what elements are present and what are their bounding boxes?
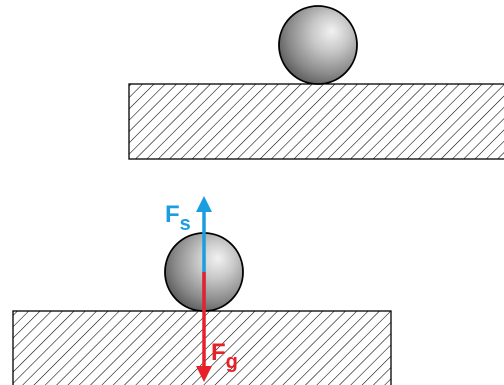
top-ball bbox=[278, 5, 358, 85]
bottom-surface bbox=[12, 310, 392, 385]
gravity-force-subscript: g bbox=[226, 351, 238, 373]
top-surface bbox=[128, 83, 504, 160]
support-force-symbol: F bbox=[165, 201, 180, 228]
top-scene bbox=[128, 5, 504, 160]
support-force-subscript: s bbox=[180, 213, 191, 235]
bottom-scene: Fs Fg bbox=[12, 195, 392, 385]
gravity-force-label: Fg bbox=[211, 339, 238, 373]
gravity-force-symbol: F bbox=[211, 339, 226, 366]
support-force-label: Fs bbox=[165, 201, 191, 235]
